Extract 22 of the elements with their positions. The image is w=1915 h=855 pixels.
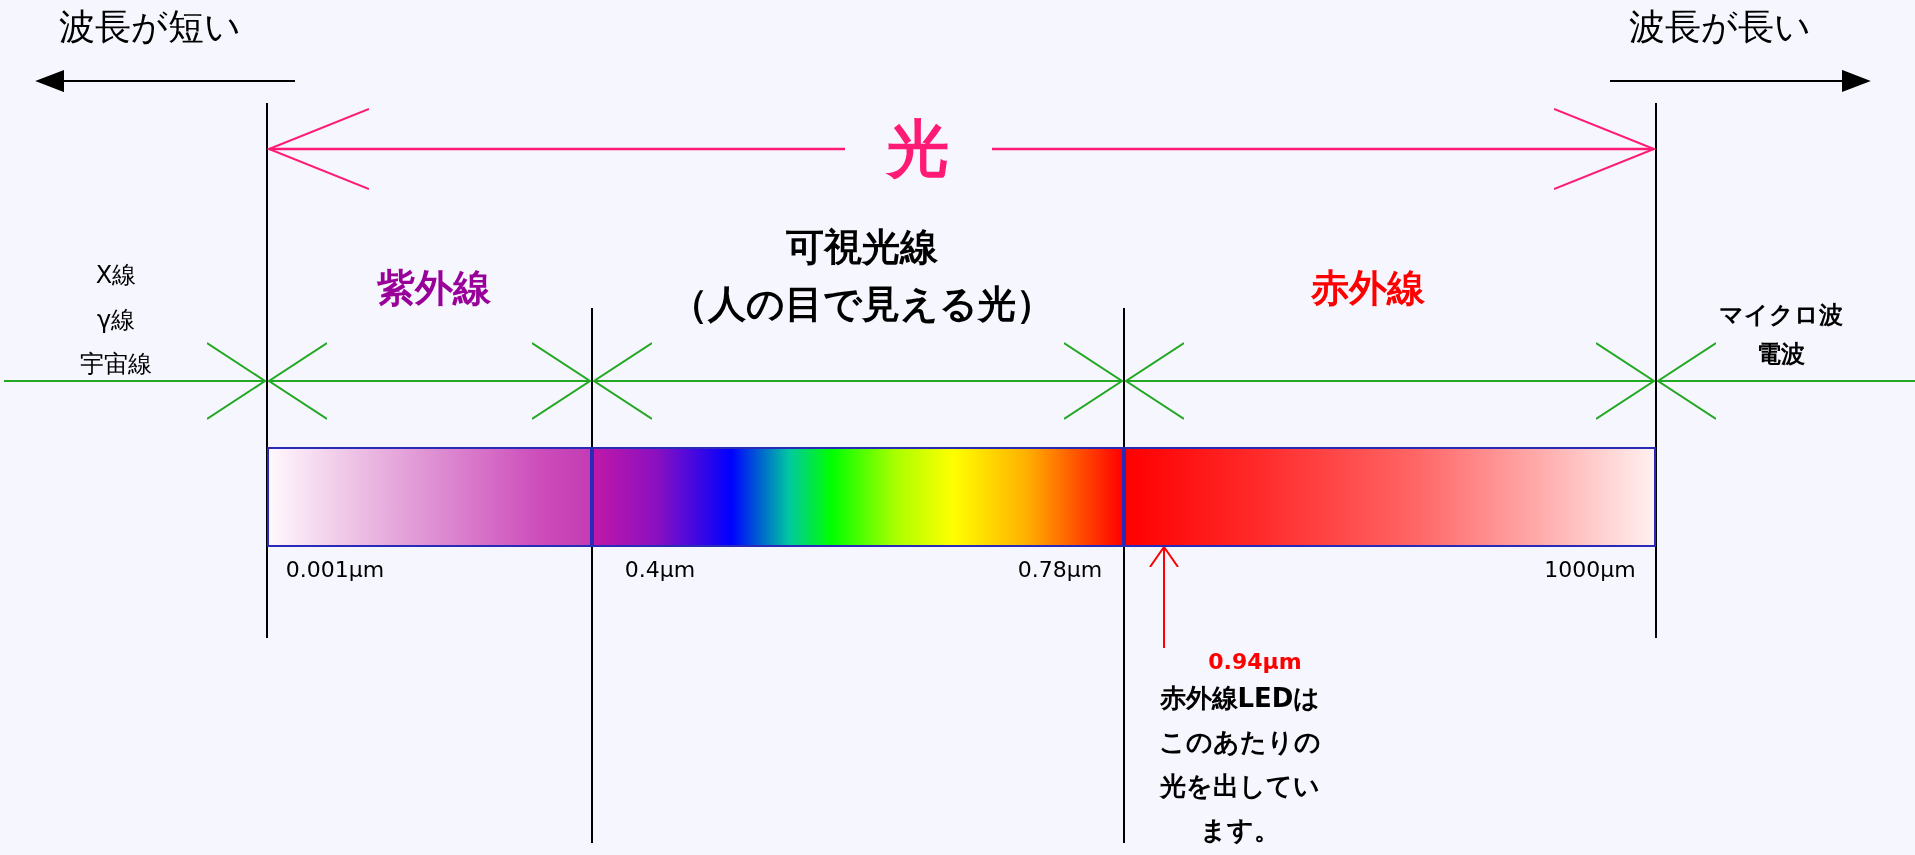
region-label: 紫外線 bbox=[377, 268, 491, 310]
arrow bbox=[1149, 546, 1179, 649]
spectrum-bar bbox=[592, 447, 1124, 547]
region-label: マイクロ波 bbox=[1719, 301, 1843, 329]
region-label: 可視光線 bbox=[786, 227, 938, 269]
note-text: 波長が長い bbox=[1629, 7, 1811, 47]
region-label: 宇宙線 bbox=[80, 350, 152, 378]
wavelength-label: 0.94μm bbox=[1207, 648, 1303, 676]
region-label: 電波 bbox=[1757, 340, 1805, 368]
spectrum-bar bbox=[1124, 447, 1656, 547]
spectrum-bar bbox=[267, 447, 592, 547]
wavelength-label: 0.4μm bbox=[624, 557, 696, 583]
wavelength-label: 1000μm bbox=[1544, 557, 1636, 583]
region-label: 赤外線 bbox=[1311, 268, 1425, 310]
region-label: γ線 bbox=[96, 306, 136, 334]
wavelength-label: 0.001μm bbox=[285, 557, 385, 583]
title-text: 光 bbox=[887, 114, 949, 184]
note-text: 波長が短い bbox=[59, 7, 241, 47]
region-label: （人の目で見える光） bbox=[670, 284, 1054, 326]
region-label: X線 bbox=[95, 261, 137, 289]
note-text: 赤外線LEDはこのあたりの光を出しています。 bbox=[1158, 682, 1322, 847]
wavelength-label: 0.78μm bbox=[1017, 557, 1103, 583]
